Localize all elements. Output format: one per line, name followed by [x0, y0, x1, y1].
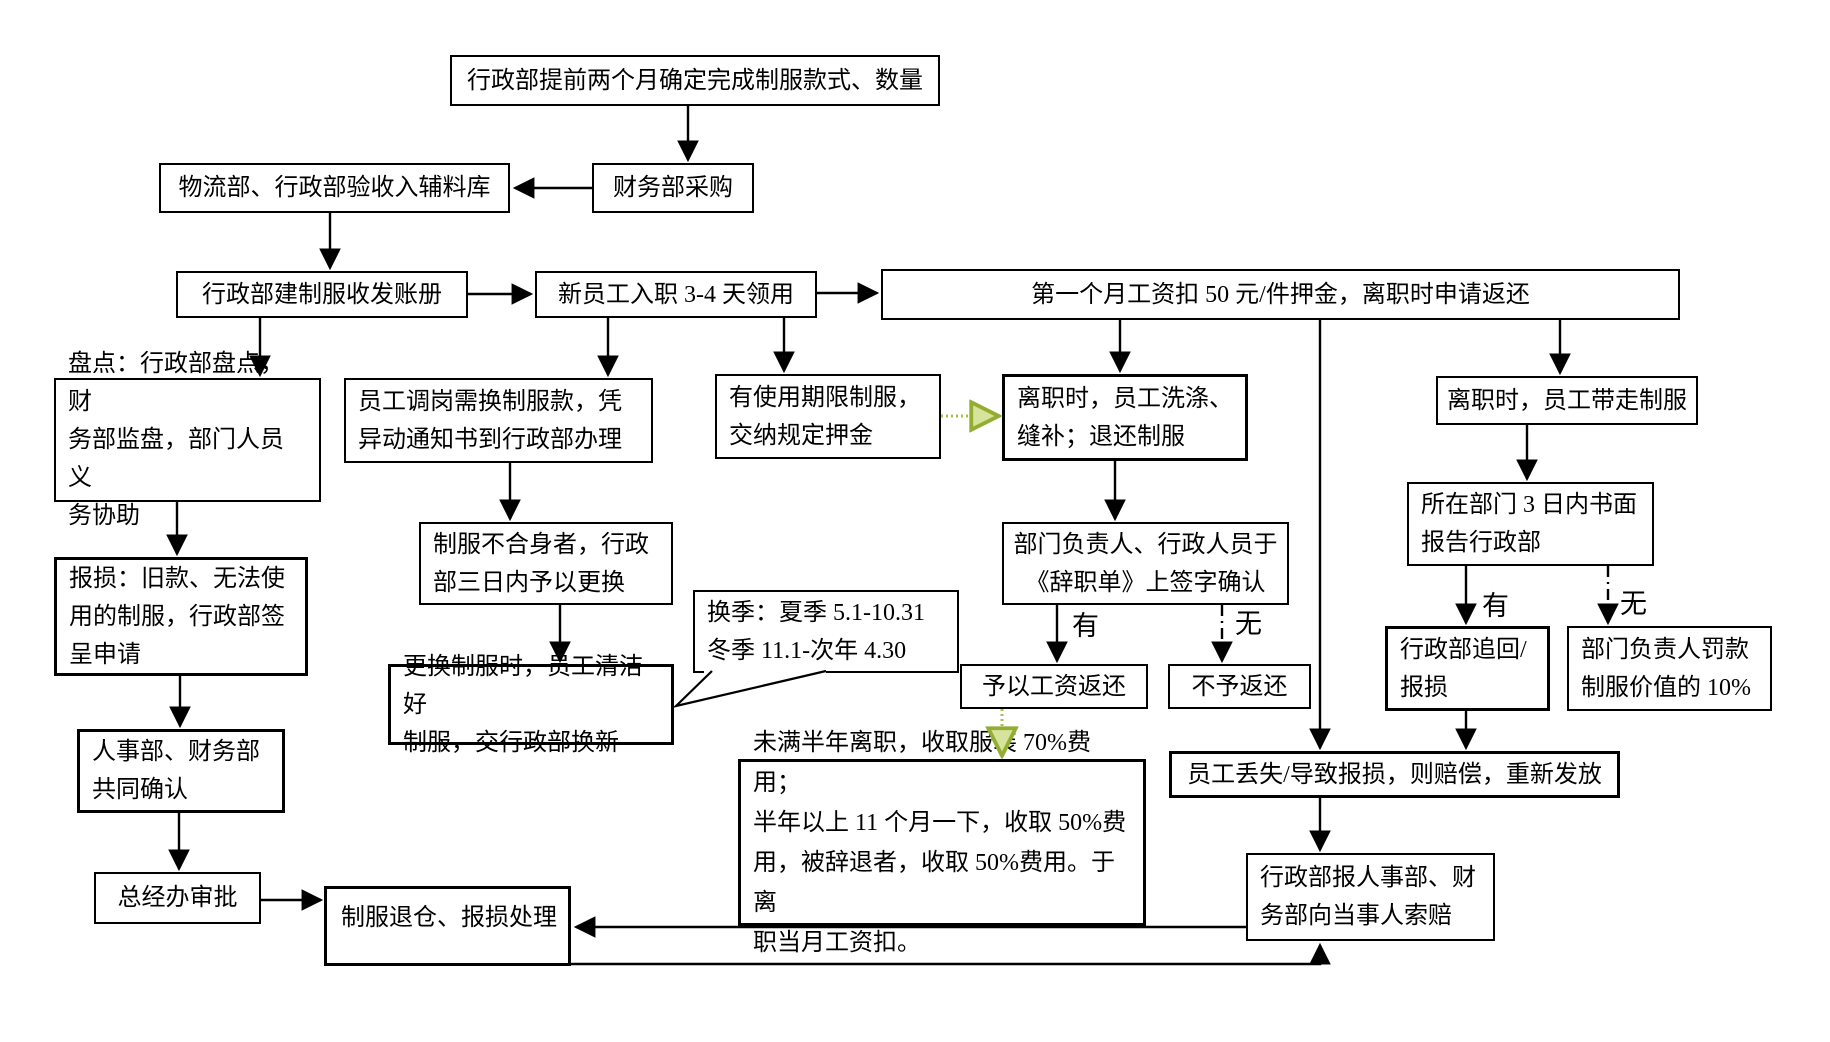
node-dept-head-fine: 部门负责人罚款 制服价值的 10%	[1567, 626, 1772, 711]
branch-label-report-yes: 有	[1482, 591, 1509, 621]
node-dept-report-3days: 所在部门 3 日内书面 报告行政部	[1407, 482, 1654, 566]
node-damage-report: 报损：旧款、无法使 用的制服，行政部签 呈申请	[54, 557, 308, 676]
node-admin-recover: 行政部追回/ 报损	[1385, 626, 1550, 711]
node-fee-schedule: 未满半年离职，收取服装 70%费用； 半年以上 11 个月一下，收取 50%费 …	[738, 730, 1146, 956]
node-resignation-form-sign: 部门负责人、行政人员于 《辞职单》上签字确认	[1002, 522, 1289, 605]
node-resign-wash-return: 离职时，员工洗涤、 缝补；退还制服	[1002, 374, 1248, 461]
node-gm-office-approval: 总经办审批	[94, 872, 261, 924]
callout-season-change: 换季：夏季 5.1-10.31 冬季 11.1-次年 4.30	[693, 590, 959, 673]
callout-tail	[672, 668, 827, 708]
node-refund-with-salary: 予以工资返还	[960, 664, 1148, 709]
node-salary-deposit: 第一个月工资扣 50 元/件押金，离职时申请返还	[881, 269, 1680, 320]
node-no-refund: 不予返还	[1168, 664, 1311, 709]
node-finance-purchase: 财务部采购	[592, 163, 754, 213]
node-confirm-style-quantity: 行政部提前两个月确定完成制服款式、数量	[450, 55, 940, 106]
node-resign-take-uniform: 离职时，员工带走制服	[1436, 376, 1698, 425]
branch-label-report-no: 无	[1620, 589, 1647, 619]
node-clean-before-exchange: 更换制服时，员工清洁好 制服，交行政部换新	[388, 654, 674, 756]
branch-label-sign-yes: 有	[1072, 611, 1099, 641]
node-new-employee-receive: 新员工入职 3-4 天领用	[535, 271, 817, 318]
node-job-transfer-change: 员工调岗需换制服款，凭 异动通知书到行政部办理	[344, 378, 653, 463]
branch-label-sign-no: 无	[1235, 609, 1262, 639]
node-hr-finance-confirm: 人事部、财务部 共同确认	[77, 729, 285, 813]
node-ledger-setup: 行政部建制服收发账册	[176, 271, 468, 318]
node-limited-term-deposit: 有使用期限制服， 交纳规定押金	[715, 374, 941, 459]
node-uniform-return-handling: 制服退仓、报损处理	[324, 886, 571, 966]
node-claim-compensation: 行政部报人事部、财 务部向当事人索赔	[1246, 853, 1495, 941]
node-ill-fitting-replace: 制服不合身者，行政 部三日内予以更换	[419, 522, 673, 605]
node-stocktaking: 盘点：行政部盘点，财 务部监盘，部门人员义 务协助	[54, 351, 321, 529]
node-warehouse-acceptance: 物流部、行政部验收入辅料库	[159, 163, 510, 213]
node-lost-compensate-reissue: 员工丢失/导致报损，则赔偿，重新发放	[1169, 751, 1620, 798]
